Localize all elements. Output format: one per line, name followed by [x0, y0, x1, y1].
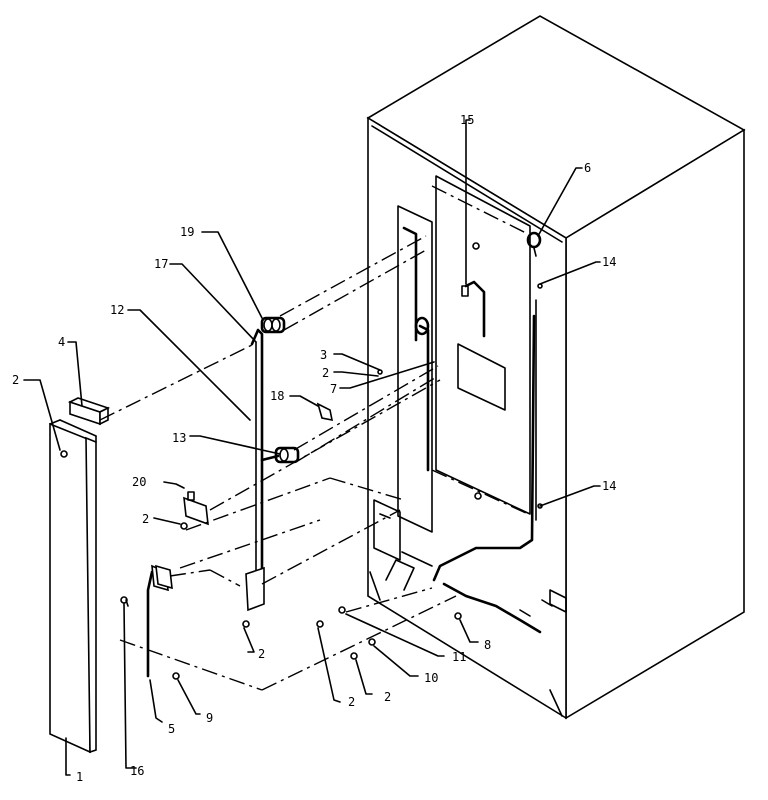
label-6: 6	[584, 161, 591, 175]
label-15: 15	[460, 113, 474, 127]
label-1: 1	[76, 770, 83, 784]
hinge-pin-19	[260, 316, 286, 334]
label-9: 9	[206, 711, 213, 725]
label-2: 2	[348, 695, 355, 709]
cabinet-back-panel	[435, 175, 531, 515]
label-17: 17	[154, 257, 168, 271]
component-6	[526, 231, 542, 257]
label-14: 14	[602, 479, 616, 493]
lower-bracket	[245, 566, 265, 612]
leader-lines	[23, 119, 601, 776]
mounting-channel	[397, 205, 433, 533]
part-20-plate	[183, 491, 209, 526]
callout-labels: 1 2 4 20 2 2 5 9 16 2 2 10 11 8 19 17 12…	[12, 113, 616, 784]
assembly-lines	[99, 185, 529, 691]
refrigerator-cabinet	[366, 15, 746, 720]
label-8: 8	[484, 638, 491, 652]
label-13: 13	[172, 431, 186, 445]
label-12: 12	[110, 303, 124, 317]
label-2: 2	[12, 373, 19, 387]
label-14: 14	[602, 255, 616, 269]
part-18	[316, 402, 334, 422]
label-2: 2	[258, 647, 265, 661]
label-5: 5	[168, 722, 175, 736]
label-7: 7	[330, 382, 337, 396]
hinge-bracket-17	[250, 328, 264, 606]
part-4-block	[67, 397, 111, 426]
label-16: 16	[130, 764, 144, 778]
label-2: 2	[142, 512, 149, 526]
label-11: 11	[452, 650, 466, 664]
compressor-area	[369, 299, 567, 717]
door-panel	[49, 419, 97, 754]
component-15	[461, 280, 486, 338]
label-19: 19	[180, 225, 194, 239]
label-4: 4	[58, 335, 65, 349]
part-16-bracket	[125, 564, 173, 607]
label-2: 2	[322, 366, 329, 380]
label-20: 20	[132, 475, 146, 489]
label-3: 3	[320, 348, 327, 362]
label-2: 2	[384, 690, 391, 704]
hinge-pin-13	[260, 446, 300, 464]
label-18: 18	[270, 389, 284, 403]
label-10: 10	[424, 671, 438, 685]
